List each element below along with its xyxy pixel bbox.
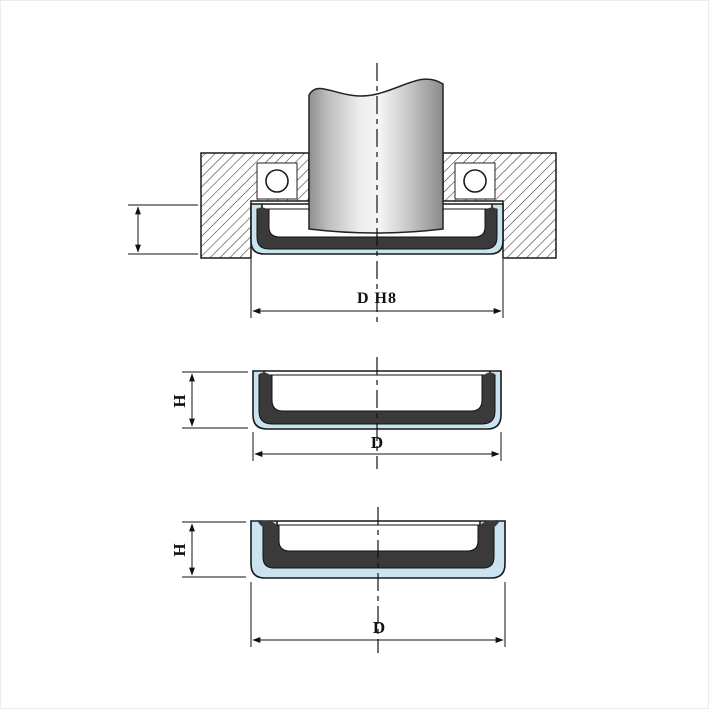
cap-height-label-mid: H xyxy=(170,394,189,407)
assembly-section-view: D H8 xyxy=(128,63,557,323)
dimension-cap-diameter-bottom: D xyxy=(250,582,506,647)
bearing-ball-left-icon xyxy=(265,169,289,193)
cap-lip-left xyxy=(259,372,272,379)
bearing-ball-right-icon xyxy=(463,169,487,193)
shaft xyxy=(308,78,444,234)
cap-section-view: H D xyxy=(170,357,502,469)
seal-lip-left xyxy=(257,207,269,213)
dimension-bore-diameter: D H8 xyxy=(250,259,504,318)
seal-cap-insert xyxy=(256,208,498,250)
cap-lip-right xyxy=(482,372,495,379)
profile-lip-right xyxy=(478,520,499,530)
cap-profile-view: H D xyxy=(170,507,506,653)
bore-diameter-label: D H8 xyxy=(357,290,397,307)
seal-lip-right xyxy=(485,207,497,213)
profile-insert xyxy=(262,524,495,569)
cap-diameter-label-mid: D xyxy=(371,433,383,452)
profile-lip-left xyxy=(258,520,279,530)
dimension-cap-height-bottom: H xyxy=(170,521,246,578)
dimension-cap-height-mid: H xyxy=(170,371,248,429)
dimension-cap-diameter-mid: D xyxy=(252,432,502,461)
dimension-cap-height-assembly xyxy=(128,204,198,255)
cap-insert xyxy=(258,374,496,425)
cap-height-label-bottom: H xyxy=(170,543,189,556)
cap-diameter-label-bottom: D xyxy=(373,618,385,637)
